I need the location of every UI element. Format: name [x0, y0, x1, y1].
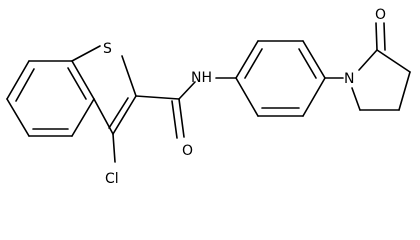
bond	[135, 95, 180, 100]
molecule-structure: S NH O Cl N O	[6, 7, 411, 187]
lactam-oxygen-label: O	[375, 7, 386, 23]
sulfur-atom-label: S	[103, 41, 112, 57]
bond-double-inner	[67, 67, 87, 100]
chlorine-atom-label: Cl	[105, 171, 119, 187]
bond-double-inner	[171, 100, 178, 139]
bond-double-inner	[15, 68, 35, 102]
bond	[6, 60, 30, 100]
bond-double-inner	[244, 48, 263, 79]
bond	[178, 98, 185, 138]
bond-double-inner	[383, 22, 386, 51]
bond	[71, 60, 95, 100]
bond	[235, 40, 259, 79]
bond	[398, 71, 411, 111]
bond	[358, 49, 378, 71]
bond	[351, 87, 361, 111]
atom-labels: S NH O Cl N O	[103, 7, 386, 187]
bond	[121, 55, 137, 97]
bond-double-inner	[298, 48, 317, 79]
pyrrolidinone-nitrogen-label: N	[344, 71, 354, 87]
bond	[71, 45, 101, 62]
bond	[112, 133, 116, 163]
bond	[93, 98, 114, 135]
bond	[112, 95, 137, 135]
amide-oxygen-label: O	[182, 143, 193, 159]
bond	[178, 81, 196, 100]
bond-double-inner	[108, 97, 129, 129]
bond	[235, 77, 259, 117]
bond	[375, 22, 378, 51]
bond	[71, 98, 95, 137]
bond-lines	[6, 22, 411, 163]
bond	[302, 77, 326, 117]
bond	[376, 49, 411, 73]
bond	[6, 98, 30, 137]
bond	[302, 40, 326, 79]
amide-nh-label: NH	[191, 70, 212, 86]
